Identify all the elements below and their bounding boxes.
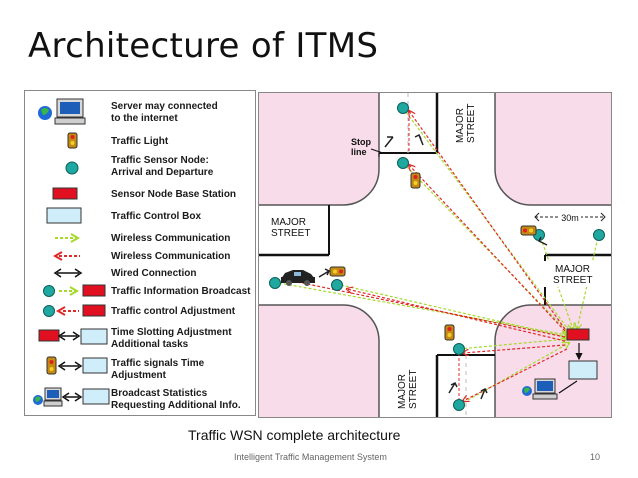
- legend-label-info-broadcast: Traffic Information Broadcast: [111, 286, 251, 297]
- major-street-left-line1: MAJOR: [271, 217, 306, 228]
- block-top-left: [259, 93, 379, 205]
- legend-label-control-box: Traffic Control Box: [111, 211, 202, 222]
- legend-label-wireless-red: Wireless Communication: [111, 251, 231, 262]
- major-street-bottom-line1: MAJOR: [397, 374, 408, 409]
- legend-label-control-adjustment: Traffic control Adjustment: [111, 306, 236, 317]
- legend-label-base-station: Sensor Node Base Station: [111, 189, 237, 200]
- wireless-links-red: [283, 111, 568, 401]
- major-street-left-line2: STREET: [271, 228, 310, 239]
- wireless-arrow-icon: [55, 233, 81, 243]
- traffic-lights: [329, 172, 537, 341]
- sensor-node: [397, 157, 409, 169]
- legend-label-signal-time: Traffic signals Time Adjustment: [111, 358, 205, 381]
- legend-label-traffic-light: Traffic Light: [111, 136, 169, 147]
- major-street-right-line1: MAJOR: [555, 264, 590, 275]
- server-computer: [522, 378, 558, 400]
- sensor-node: [453, 343, 465, 355]
- time-slotting-icon: [38, 328, 108, 345]
- legend-label-wired: Wired Connection: [111, 268, 197, 279]
- distance-label: 30m: [561, 213, 579, 223]
- base-station-icon: [52, 187, 78, 200]
- sensor-node: [331, 279, 343, 291]
- control-adjustment-icon: [43, 304, 106, 317]
- slide-footer: Intelligent Traffic Management System: [234, 452, 387, 462]
- block-top-right: [495, 93, 611, 205]
- legend-label-server: Server may connected to the internet: [111, 101, 218, 124]
- major-street-label-bottom: MAJORSTREET: [397, 370, 419, 409]
- sensor-node: [453, 399, 465, 411]
- sensor-node: [397, 102, 409, 114]
- major-street-top-line1: MAJOR: [455, 108, 466, 143]
- wired-arrow-icon: [53, 268, 83, 278]
- stop-line-line2: line: [351, 147, 367, 157]
- traffic-light-icon: [67, 132, 78, 149]
- major-street-right-line2: STREET: [553, 275, 592, 286]
- legend-label-broadcast-stats: Broadcast Statistics Requesting Addition…: [111, 388, 241, 411]
- broadcast-stats-icon: [33, 387, 110, 407]
- major-street-label-top: MAJORSTREET: [455, 104, 477, 143]
- lane-arrows: [318, 133, 548, 400]
- control-box: [568, 360, 598, 380]
- slide-title: Architecture of ITMS: [28, 26, 379, 66]
- figure-caption: Traffic WSN complete architecture: [188, 427, 401, 443]
- sensor-node: [593, 229, 605, 241]
- stop-line-line1: Stop: [351, 137, 371, 147]
- car: [281, 270, 315, 286]
- legend-label-sensor-node: Traffic Sensor Node: Arrival and Departu…: [111, 155, 214, 178]
- major-street-top-line2: STREET: [466, 104, 477, 143]
- legend-label-time-slotting: Time Slotting Adjustment Additional task…: [111, 327, 232, 350]
- page-number: 10: [590, 452, 601, 462]
- major-street-bottom-line2: STREET: [408, 370, 419, 409]
- legend-panel: Server may connected to the internet Tra…: [24, 90, 256, 416]
- legend-label-wireless-green: Wireless Communication: [111, 233, 231, 244]
- block-bottom-left: [259, 305, 379, 417]
- control-box-icon: [46, 207, 82, 224]
- sensor-node-icon: [65, 161, 79, 175]
- info-broadcast-icon: [43, 284, 106, 297]
- wireless-dashed-arrow-icon: [53, 251, 80, 261]
- intersection-diagram: 30m MAJORSTREET MAJORSTREET MAJORSTREET …: [259, 93, 611, 417]
- sensor-node: [269, 277, 281, 289]
- signal-time-icon: [46, 356, 108, 375]
- base-station: [566, 328, 590, 341]
- server-computer-icon: [38, 98, 86, 125]
